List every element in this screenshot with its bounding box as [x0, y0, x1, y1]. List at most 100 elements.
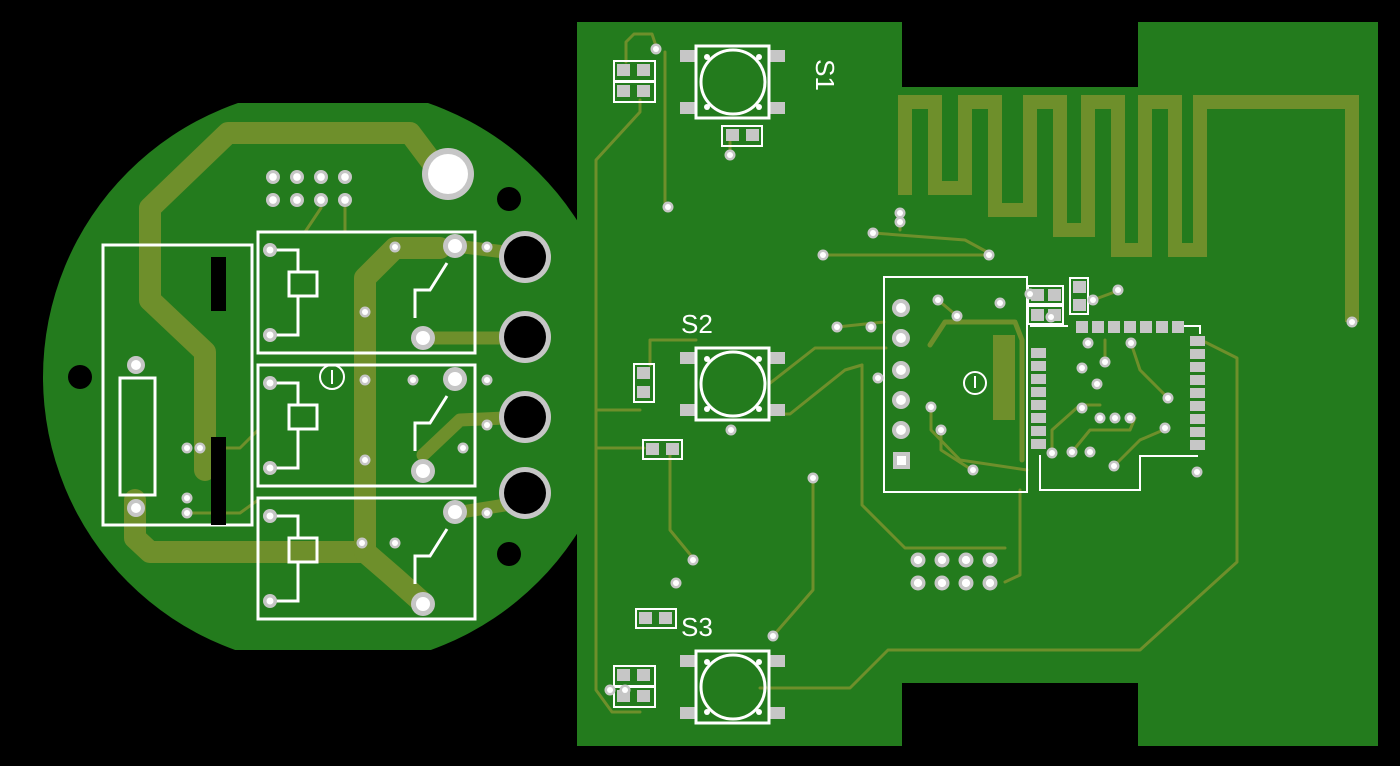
- power-trace-3v3: [758, 340, 1239, 690]
- via-drill: [622, 687, 628, 693]
- switch-corner-dot: [704, 709, 710, 715]
- via-drill: [484, 510, 490, 516]
- esp-pad: [1172, 321, 1184, 333]
- terminal-holes: [68, 148, 551, 566]
- via-drill: [410, 377, 416, 383]
- mounting-hole: [68, 365, 92, 389]
- switch-pad: [680, 50, 697, 62]
- polarity-circle: [319, 364, 345, 390]
- module-outline: [883, 276, 1028, 493]
- via-drill: [770, 633, 776, 639]
- header-pad-drill: [269, 173, 277, 181]
- switch-corner-dot: [756, 104, 762, 110]
- module-trace: [1050, 403, 1102, 455]
- via-drill: [1094, 381, 1100, 387]
- esp-pad: [1190, 375, 1205, 385]
- esp-pad: [1190, 362, 1205, 372]
- via-drill: [460, 445, 466, 451]
- via-drill: [653, 46, 659, 52]
- switch-pad: [768, 352, 785, 364]
- via-drill: [359, 540, 365, 546]
- esp-pad: [1031, 413, 1046, 423]
- esp-pad: [1031, 387, 1046, 397]
- header-pad-drill: [293, 196, 301, 204]
- module-trace: [929, 405, 1029, 472]
- switch-corner-dot: [704, 54, 710, 60]
- ground-pad-copper: [993, 335, 1015, 420]
- via-drill: [197, 445, 203, 451]
- via-drill: [690, 557, 696, 563]
- module-trace: [927, 319, 1025, 463]
- relay-coil-drill: [266, 331, 274, 339]
- relay-2: [256, 363, 477, 488]
- via-drill: [935, 297, 941, 303]
- via-drill: [1112, 415, 1118, 421]
- relay-contact-drill: [416, 597, 430, 611]
- relay-coil-symbol: [287, 270, 319, 298]
- module-trace: [1070, 416, 1137, 454]
- via-drill: [673, 580, 679, 586]
- via-drill: [1069, 449, 1075, 455]
- via-drill: [1027, 291, 1033, 297]
- header-pad-drill: [937, 555, 947, 565]
- smd-pad: [637, 85, 650, 97]
- relay-coil-drill: [266, 464, 274, 472]
- fuse-footprint: [101, 243, 254, 527]
- smd-pad: [617, 669, 630, 681]
- via-drill: [1097, 415, 1103, 421]
- via-drill: [897, 219, 903, 225]
- switch-label-s3: S3: [681, 612, 713, 642]
- smd-pad: [726, 129, 739, 141]
- polarity-marker: [319, 364, 345, 390]
- module-pad-drill: [896, 425, 906, 435]
- via-drill: [665, 204, 671, 210]
- module-pad-drill: [896, 333, 906, 343]
- switch-corner-dot: [756, 709, 762, 715]
- via-drill: [1049, 450, 1055, 456]
- switch-pad: [680, 655, 697, 667]
- esp-pad: [1031, 361, 1046, 371]
- via-drill: [1102, 359, 1108, 365]
- power-trace: [354, 541, 434, 614]
- switch-label-s1: S1: [810, 59, 840, 91]
- header-pad-drill: [341, 196, 349, 204]
- relay-contact-drill: [416, 464, 430, 478]
- esp-pad: [1031, 400, 1046, 410]
- via-drill: [1048, 314, 1054, 320]
- header-pad-drill: [341, 173, 349, 181]
- header-pad-drill: [985, 555, 995, 565]
- switch-body-outline: [694, 346, 771, 422]
- relay-3: [256, 496, 477, 621]
- relay-common-drill: [448, 372, 462, 386]
- esp-pad: [1031, 348, 1046, 358]
- power-terminal-drill: [428, 154, 468, 194]
- via-drill: [184, 495, 190, 501]
- right-board-copper: [594, 32, 1359, 714]
- wifi-antenna-trace: [898, 95, 1359, 322]
- module-trace: [1129, 341, 1170, 400]
- via-drill: [1087, 449, 1093, 455]
- smd-pad: [637, 669, 650, 681]
- smd-pad: [1073, 299, 1086, 311]
- smd-outline: [721, 125, 763, 147]
- switch-pad: [680, 707, 697, 719]
- signal-trace: [1003, 488, 1022, 584]
- esp-pad: [1190, 336, 1205, 346]
- esp-pad: [1031, 426, 1046, 436]
- header-pad-drill: [937, 578, 947, 588]
- output-terminal-drill: [504, 316, 546, 358]
- via-drill: [1162, 425, 1168, 431]
- switch-button-outline: [699, 350, 767, 418]
- via-drill: [1111, 463, 1117, 469]
- esp-pad: [1031, 374, 1046, 384]
- smd-outline: [613, 81, 656, 103]
- esp-pad: [1190, 440, 1205, 450]
- smd-pad: [646, 443, 659, 455]
- switch-body-outline: [694, 649, 771, 725]
- smd-outline: [613, 686, 656, 708]
- via-drill: [362, 457, 368, 463]
- switch-pad: [680, 352, 697, 364]
- module-pad-drill: [896, 395, 906, 405]
- switch-pad: [680, 102, 697, 114]
